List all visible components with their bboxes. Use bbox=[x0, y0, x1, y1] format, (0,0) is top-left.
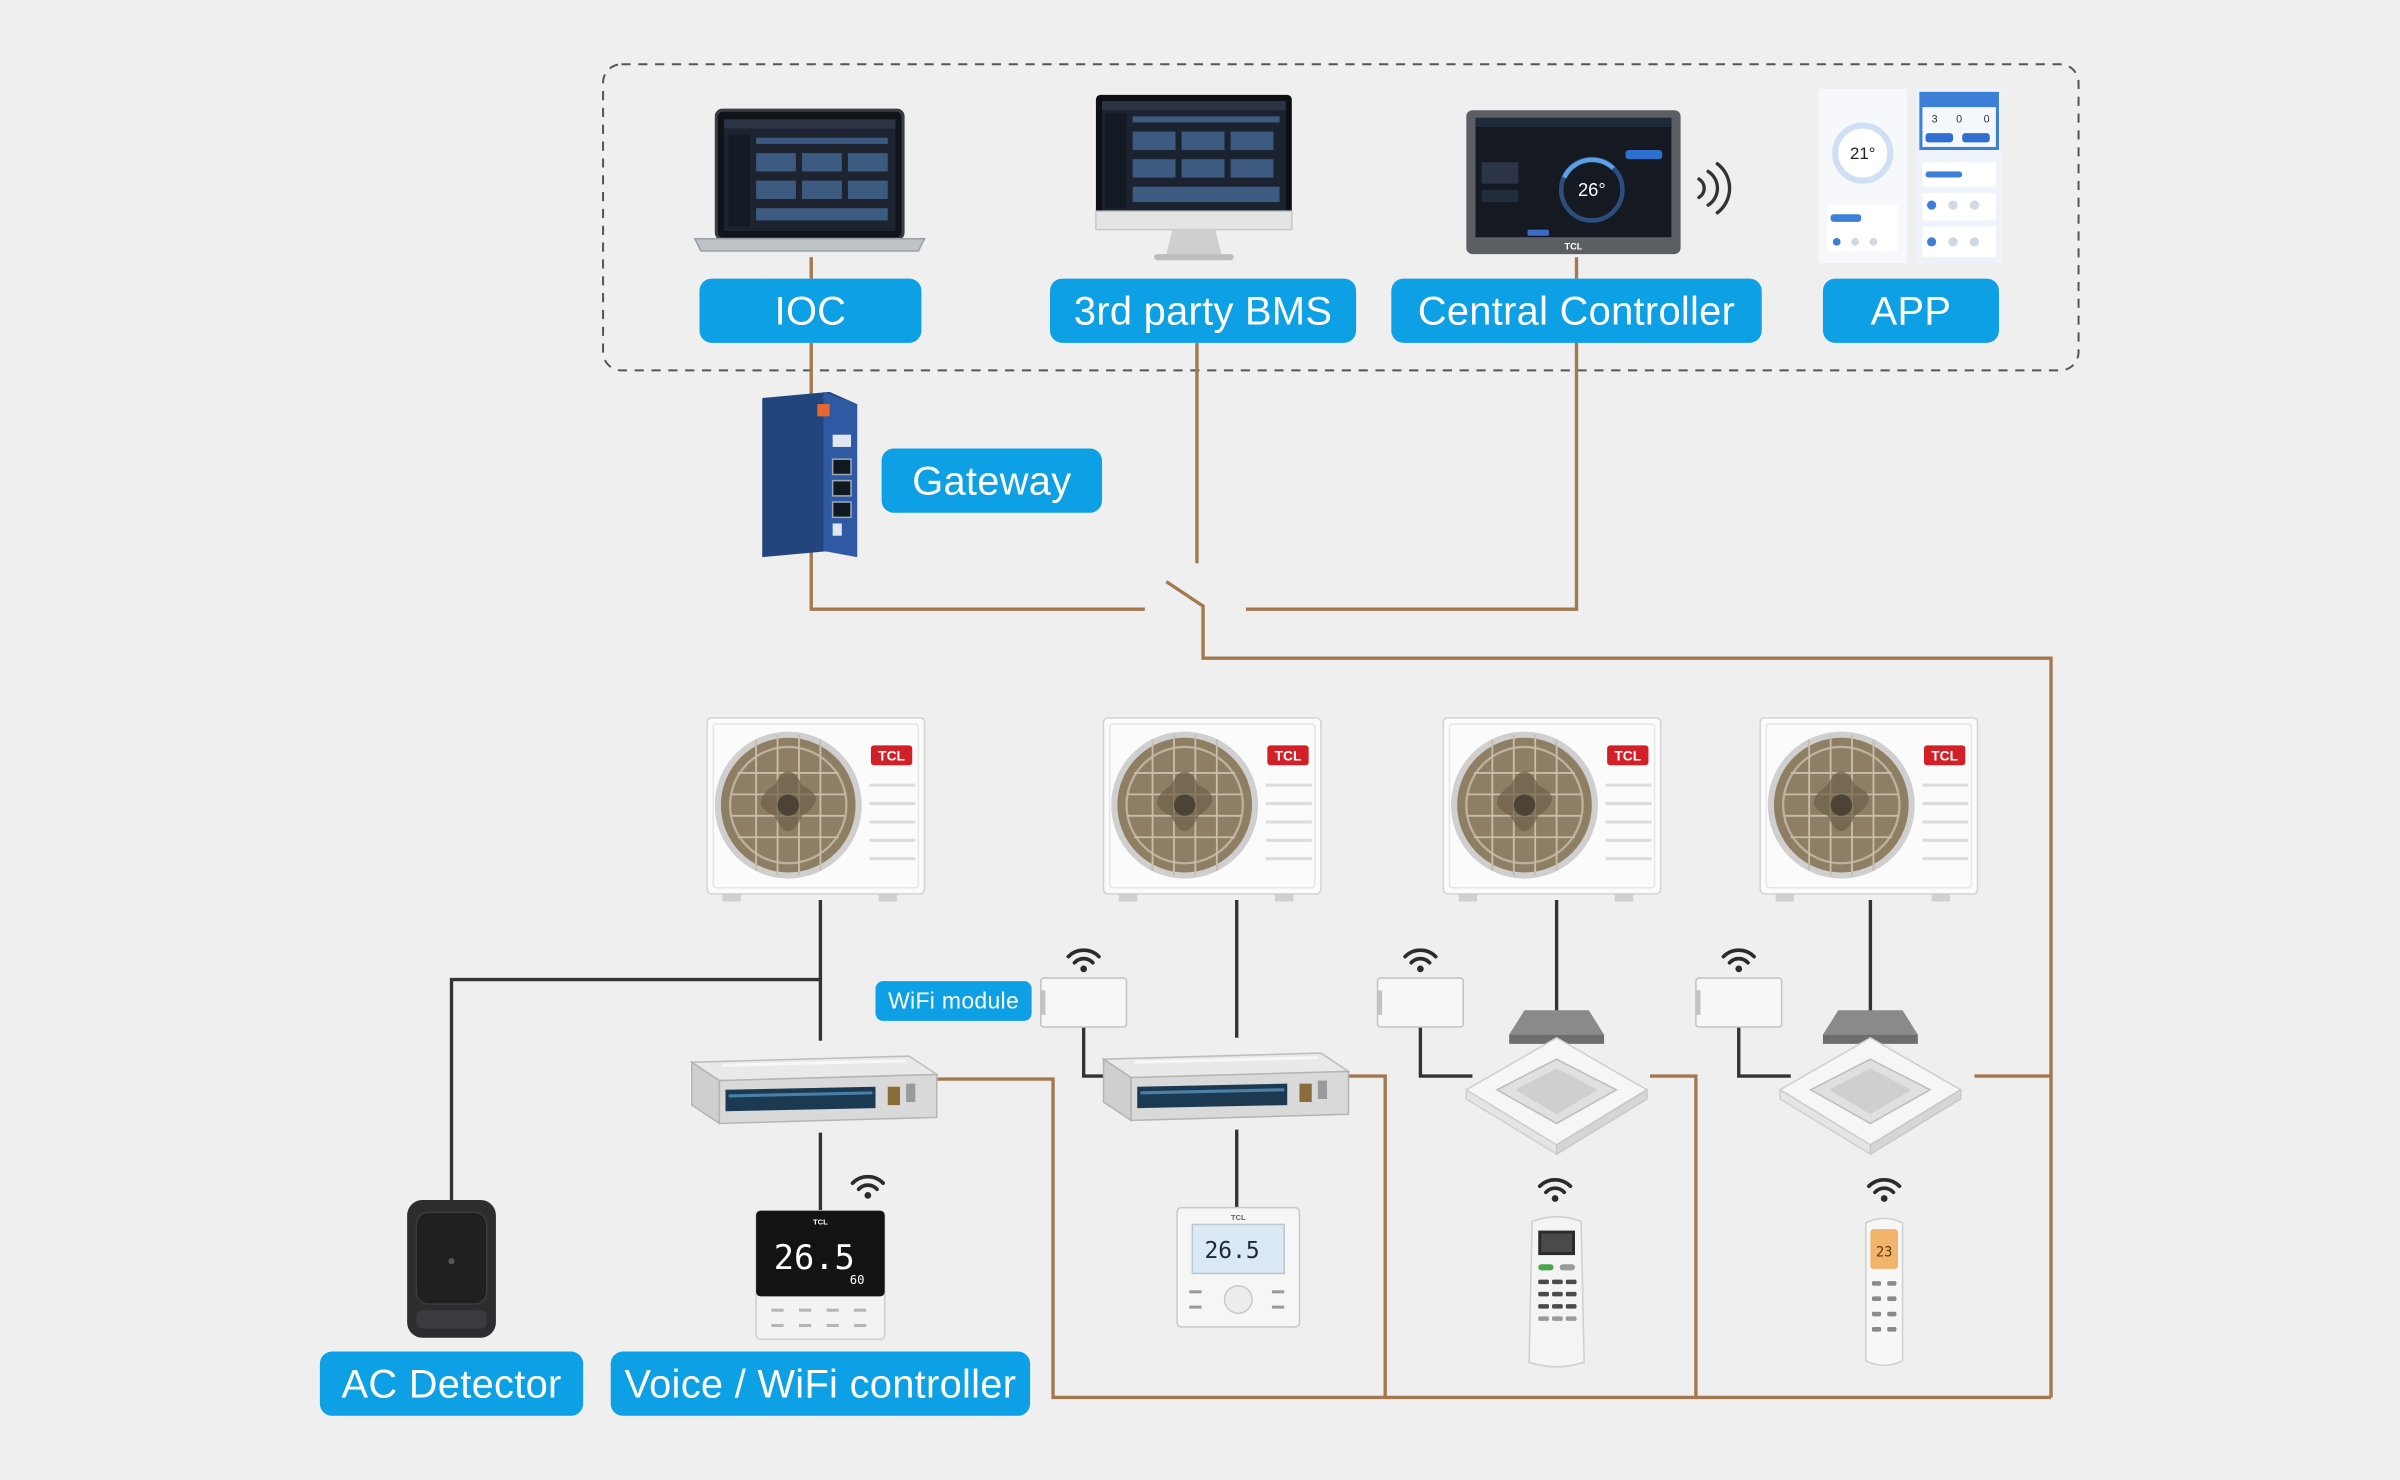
remote-control-icon: 23 bbox=[1865, 1217, 1904, 1367]
wifi-module-icon bbox=[1695, 977, 1783, 1028]
wifi-signal-icon bbox=[1066, 948, 1101, 975]
wired-controller-brand: TCL bbox=[1231, 1213, 1246, 1222]
voice-controller-sub: 60 bbox=[850, 1273, 865, 1287]
svg-text:0: 0 bbox=[1984, 113, 1990, 125]
gateway-icon bbox=[762, 391, 858, 558]
wired-controller-temp: 26.5 bbox=[1205, 1238, 1260, 1264]
wired-controller-icon: TCL 26.5 bbox=[1176, 1206, 1301, 1328]
outdoor-unit-icon bbox=[1443, 718, 1660, 902]
wifi-module-icon bbox=[1040, 977, 1128, 1028]
app-label: APP bbox=[1822, 278, 1999, 343]
laptop-icon bbox=[693, 108, 926, 252]
wifi-signal-icon bbox=[1403, 948, 1438, 975]
svg-text:0: 0 bbox=[1956, 113, 1962, 125]
wifi-signal-icon bbox=[850, 1174, 885, 1201]
phone-app-icon: 3 0 0 21° bbox=[1818, 88, 2003, 264]
tcl-logo: TCL bbox=[1565, 241, 1583, 251]
duct-unit-icon bbox=[690, 1054, 939, 1125]
svg-text:3: 3 bbox=[1932, 113, 1938, 125]
app-temp: 21° bbox=[1850, 144, 1875, 163]
cassette-unit-icon bbox=[1779, 1009, 1962, 1155]
outdoor-unit-icon bbox=[1760, 718, 1977, 902]
voice-wifi-controller-label: Voice / WiFi controller bbox=[610, 1351, 1031, 1416]
tablet-icon: 26° TCL bbox=[1466, 110, 1681, 255]
signal-wiring bbox=[449, 899, 1873, 1213]
central-controller-temp: 26° bbox=[1578, 179, 1606, 200]
voice-controller-temp: 26.5 bbox=[774, 1238, 855, 1277]
voice-controller-brand: TCL bbox=[813, 1217, 828, 1226]
ac-detector-icon bbox=[407, 1199, 496, 1338]
ioc-label: IOC bbox=[699, 278, 922, 343]
wifi-module-label: WiFi module bbox=[875, 981, 1032, 1021]
outdoor-unit-icon bbox=[1104, 718, 1321, 902]
gateway-label: Gateway bbox=[881, 448, 1103, 513]
wifi-module-icon bbox=[1376, 977, 1465, 1028]
wireless-signal-icon bbox=[1697, 162, 1732, 215]
bus-wiring bbox=[809, 257, 2053, 1400]
monitor-icon bbox=[1095, 94, 1293, 261]
cassette-unit-icon bbox=[1465, 1009, 1648, 1155]
wifi-signal-icon bbox=[1721, 948, 1756, 975]
bms-label: 3rd party BMS bbox=[1049, 278, 1357, 343]
outdoor-unit-icon bbox=[707, 718, 924, 902]
duct-unit-icon bbox=[1102, 1051, 1350, 1122]
control-layer-frame bbox=[602, 63, 2080, 372]
remote-temp: 23 bbox=[1876, 1245, 1893, 1261]
remote-control-icon bbox=[1528, 1216, 1585, 1368]
wifi-signal-icon bbox=[1867, 1177, 1902, 1204]
voice-controller-icon: TCL 26.5 60 bbox=[755, 1209, 886, 1341]
wifi-signal-icon bbox=[1537, 1177, 1573, 1204]
ac-detector-label: AC Detector bbox=[319, 1351, 584, 1416]
central-controller-label: Central Controller bbox=[1391, 278, 1762, 343]
